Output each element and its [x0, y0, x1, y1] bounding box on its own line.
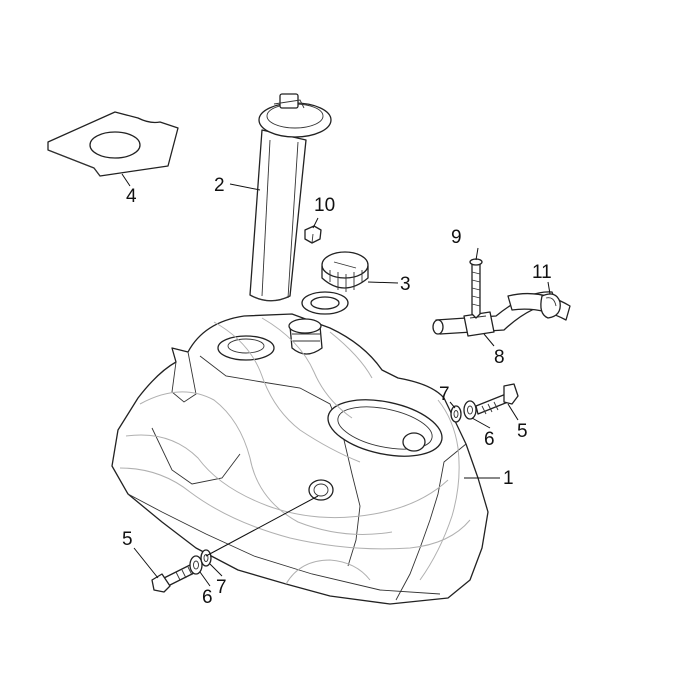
callout-11: 11	[532, 262, 552, 283]
fitting-screw	[469, 258, 483, 319]
bolt-left	[151, 563, 197, 593]
fuel-cap	[321, 251, 369, 292]
fuel-tank	[111, 313, 489, 605]
bolt-right	[475, 383, 519, 415]
callout-2: 2	[214, 175, 225, 196]
callout-6-right: 6	[484, 429, 495, 450]
gasket-plate	[47, 111, 179, 177]
callout-5-right: 5	[517, 421, 528, 442]
callout-7-left: 7	[216, 577, 227, 598]
hose-clamp	[507, 292, 571, 321]
washer-right	[463, 400, 477, 420]
callout-labels: 1 2 3 4 5 5 6 6 7 7 8 9 10 11	[122, 175, 552, 608]
callout-3: 3	[400, 274, 411, 295]
leader-lines	[121, 173, 551, 587]
callout-7-right: 7	[439, 384, 450, 405]
small-washer-left	[200, 549, 212, 567]
callout-4: 4	[126, 186, 137, 207]
callout-5-left: 5	[122, 529, 133, 550]
callout-9: 9	[451, 227, 462, 248]
callout-6-left: 6	[202, 587, 213, 608]
fuel-sender-tube	[249, 93, 332, 302]
callout-8: 8	[494, 347, 505, 368]
callout-1: 1	[503, 468, 514, 489]
callout-10: 10	[314, 195, 335, 216]
washer-left	[189, 555, 203, 575]
nut	[304, 225, 322, 244]
cap-seal-ring	[301, 291, 349, 315]
small-washer-right	[450, 405, 462, 423]
